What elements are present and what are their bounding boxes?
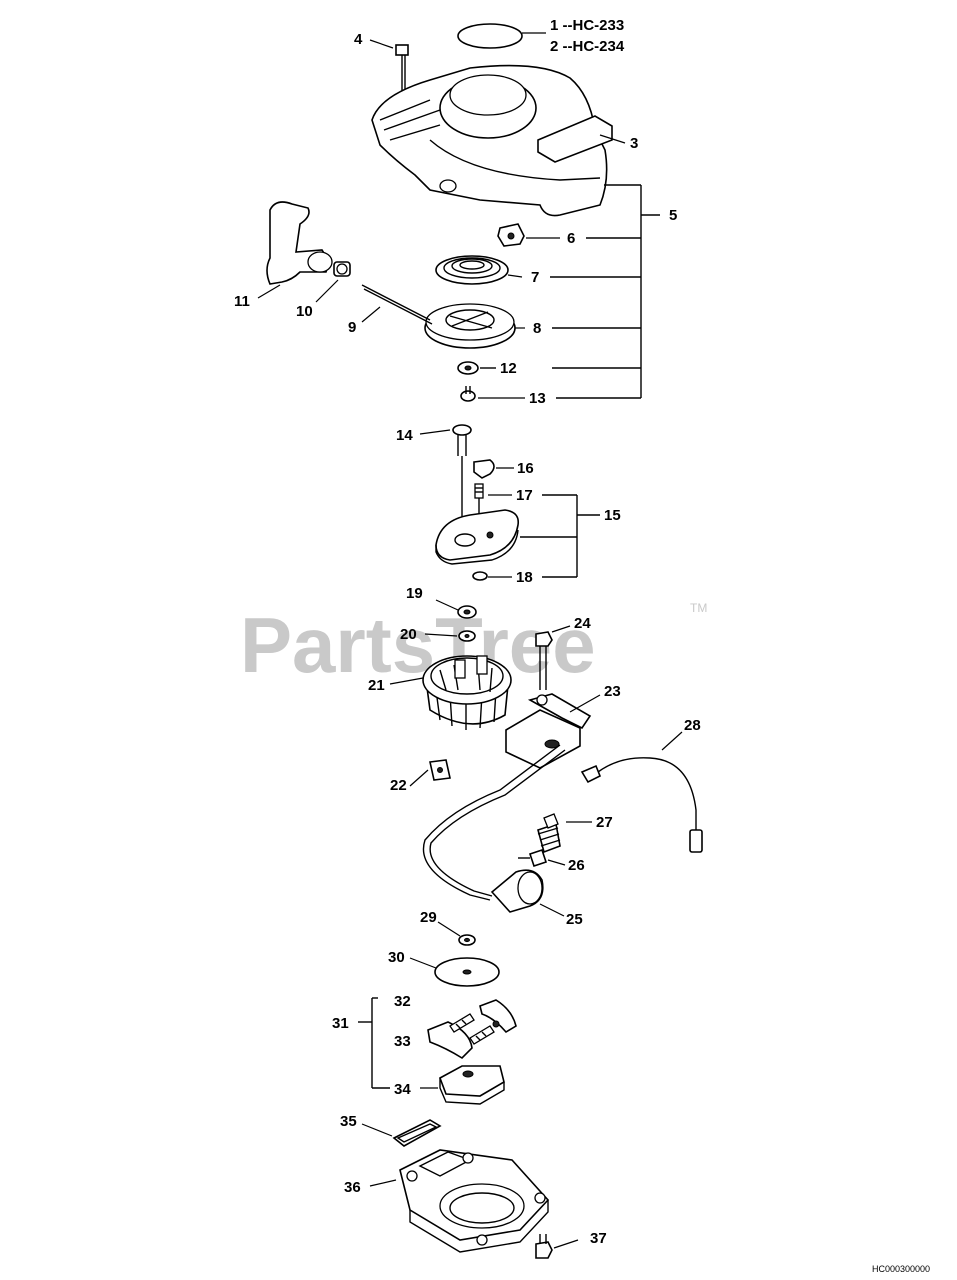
part-ignition-coil xyxy=(422,693,592,901)
part-base-housing xyxy=(399,1149,550,1253)
part-clutch-plate xyxy=(434,957,500,987)
callout-11: 11 xyxy=(234,293,250,310)
callout-22: 22 xyxy=(390,777,407,794)
part-screw-13 xyxy=(460,386,476,402)
part-clutch-springs xyxy=(449,1013,500,1045)
callout-1: 1 --HC-233 xyxy=(550,17,624,34)
part-terminal xyxy=(518,848,548,868)
watermark-trademark: TM xyxy=(690,601,707,615)
callout-17: 17 xyxy=(516,487,533,504)
part-reel xyxy=(424,303,516,349)
callout-5: 5 xyxy=(669,207,677,224)
callout-23: 23 xyxy=(604,683,621,700)
diagram-reference-code: HC000300000 xyxy=(872,1264,930,1274)
bracket-group-5 xyxy=(604,184,660,398)
callout-9: 9 xyxy=(348,319,356,336)
part-gasket xyxy=(392,1119,442,1147)
callout-25: 25 xyxy=(566,911,583,928)
bracket-group-15 xyxy=(520,494,600,578)
callout-14: 14 xyxy=(396,427,413,444)
part-cap xyxy=(457,23,523,49)
callout-30: 30 xyxy=(388,949,405,966)
part-cord-clip xyxy=(429,759,451,781)
callout-32: 32 xyxy=(394,993,411,1010)
part-pulley-plate xyxy=(435,509,520,565)
part-screw-14 xyxy=(452,424,472,540)
callout-31: 31 xyxy=(332,1015,349,1032)
part-decal xyxy=(537,115,613,163)
part-washer-20 xyxy=(458,630,476,642)
callout-13: 13 xyxy=(529,390,546,407)
part-starter-housing xyxy=(371,64,608,217)
part-bushing xyxy=(333,261,351,277)
callout-36: 36 xyxy=(344,1179,361,1196)
part-nut-6 xyxy=(497,223,525,247)
callout-28: 28 xyxy=(684,717,701,734)
callout-19: 19 xyxy=(406,585,423,602)
callout-15: 15 xyxy=(604,507,621,524)
part-washer-12 xyxy=(457,361,479,375)
part-pawl xyxy=(473,459,495,479)
callout-3: 3 xyxy=(630,135,638,152)
callout-16: 16 xyxy=(517,460,534,477)
part-rope xyxy=(361,284,433,325)
callout-29: 29 xyxy=(420,909,437,926)
part-clip xyxy=(472,571,488,581)
part-bolt-24 xyxy=(535,631,553,690)
callout-7: 7 xyxy=(531,269,539,286)
part-plug-spring xyxy=(537,813,561,854)
part-plug-cap xyxy=(490,869,544,913)
callout-6: 6 xyxy=(567,230,575,247)
callout-27: 27 xyxy=(596,814,613,831)
part-clutch-shoe xyxy=(427,999,517,1060)
part-starter-handle xyxy=(266,201,333,285)
callout-8: 8 xyxy=(533,320,541,337)
part-clutch-base xyxy=(439,1065,505,1105)
callout-33: 33 xyxy=(394,1033,411,1050)
part-flywheel xyxy=(422,655,512,730)
part-nut-19 xyxy=(457,605,477,619)
callout-18: 18 xyxy=(516,569,533,586)
callout-10: 10 xyxy=(296,303,313,320)
part-washer-29 xyxy=(458,934,476,946)
callout-21: 21 xyxy=(368,677,385,694)
part-bolt-37 xyxy=(535,1234,553,1259)
callout-26: 26 xyxy=(568,857,585,874)
callout-24: 24 xyxy=(574,615,591,632)
callout-35: 35 xyxy=(340,1113,357,1130)
callout-12: 12 xyxy=(500,360,517,377)
callout-34: 34 xyxy=(394,1081,411,1098)
callout-4: 4 xyxy=(354,31,363,48)
callout-2: 2 --HC-234 xyxy=(550,38,625,55)
bracket-group-31 xyxy=(358,997,390,1089)
callout-37: 37 xyxy=(590,1230,607,1247)
part-ground-wire xyxy=(580,757,703,853)
callout-20: 20 xyxy=(400,626,417,643)
part-spring xyxy=(435,255,509,285)
